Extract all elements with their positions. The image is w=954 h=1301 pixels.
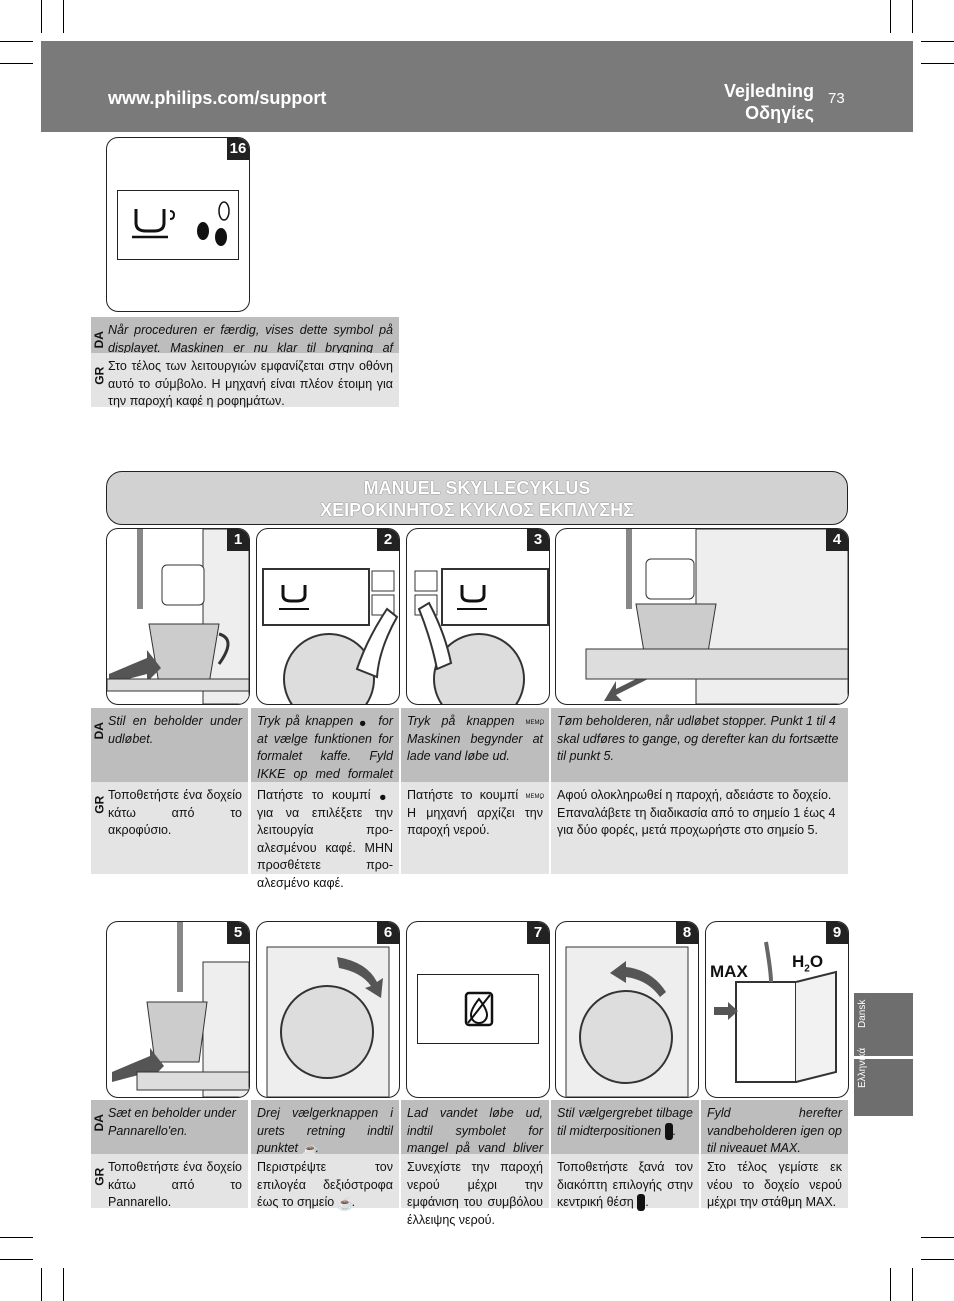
water-empty-icon xyxy=(464,991,494,1027)
lang-label-da: DA xyxy=(91,1114,106,1132)
step-8-da: Stil vælgergrebet tilbage til midterposi… xyxy=(551,1100,699,1154)
step-7-da-text: Lad vandet løbe ud, indtil symbolet for … xyxy=(407,1106,543,1173)
step-16-da: DA Når proceduren er færdig, vises dette… xyxy=(91,317,399,372)
step-8-da-text: Stil vælgergrebet tilbage til midterposi… xyxy=(551,1100,699,1144)
step-3-gr-text: Πατήστε το κουμπί MEMO. Η μηχανή αρχίζει… xyxy=(407,788,545,837)
step-8-gr: Τοποθετήστε ξανά τον διακόπτη επιλογής σ… xyxy=(551,1154,699,1212)
memo-button-icon: MEMO xyxy=(525,793,545,800)
page-header xyxy=(41,41,913,132)
display-screen xyxy=(117,190,239,260)
title-gr: Οδηγίες xyxy=(745,103,814,123)
memo-button-icon: MEMO xyxy=(525,719,545,726)
ready-cup-beans-icon xyxy=(132,201,230,246)
step-1-gr: GR Τοποθετήστε ένα δοχείο κάτω από το ακ… xyxy=(91,782,248,874)
section-banner: MANUEL SKYLLECYKLUS ΧΕΙΡΟΚΙΝΗΤΟΣ ΚΥΚΛΟΣ … xyxy=(106,471,848,525)
step-6-gr: Περιστρέψτε τον επιλογέα δεξιόστροφα έως… xyxy=(251,1154,399,1211)
step-8-gr-text: Τοποθετήστε ξανά τον διακόπτη επιλογής σ… xyxy=(551,1154,699,1216)
step-6-illustration: 6 xyxy=(256,921,400,1098)
step-number: 3 xyxy=(527,529,549,551)
tab-greek[interactable]: Ελληνικά xyxy=(854,1048,913,1116)
step-4-illustration: 4 xyxy=(555,528,849,705)
container-under-pannarello-icon xyxy=(112,922,249,1097)
step-6-da-text: Drej vælgerknappen i urets retning indti… xyxy=(257,1106,393,1157)
press-preground-button-icon xyxy=(262,568,399,704)
step-3-gr: Πατήστε το κουμπί MEMO. Η μηχανή αρχίζει… xyxy=(401,782,549,874)
step-1-da: DA Stil en beholder under udløbet. xyxy=(91,708,248,782)
section-title-gr: ΧΕΙΡΟΚΙΝΗΤΟΣ ΚΥΚΛΟΣ ΕΚΠΛΥΣΗΣ xyxy=(320,500,634,520)
step-number: 9 xyxy=(826,922,848,944)
step-3-da: Tryk på knappen MEMO. Maskinen begynder … xyxy=(401,708,549,782)
step-1-gr-text: Τοποθετήστε ένα δοχείο κάτω από το ακροφ… xyxy=(108,788,242,837)
step-4-gr: Αφού ολοκληρωθεί η παροχή, αδειάστε το δ… xyxy=(551,782,848,874)
step-9-da: Fyld herefter vandbeholderen igen op til… xyxy=(701,1100,848,1155)
step-5-illustration: 5 xyxy=(106,921,250,1098)
step-8-illustration: 8 xyxy=(555,921,699,1098)
fill-water-tank-icon xyxy=(714,941,837,1083)
step-number: 7 xyxy=(527,922,549,944)
lang-label-gr: GR xyxy=(92,1167,107,1186)
return-knob-center-icon xyxy=(565,946,689,1097)
step-number: 4 xyxy=(826,529,848,551)
knob-center-icon xyxy=(664,1122,673,1140)
step-6-gr-text: Περιστρέψτε τον επιλογέα δεξιόστροφα έως… xyxy=(257,1160,393,1211)
step-2-gr: Πατήστε το κουμπί ● για να επιλέξετε την… xyxy=(251,782,399,890)
step-number: 8 xyxy=(676,922,698,944)
step-4-gr-text: Αφού ολοκληρωθεί η παροχή, αδειάστε το δ… xyxy=(557,788,836,837)
step-5-da: DA Sæt en beholder under Pannarello'en. xyxy=(91,1100,248,1154)
step-2-gr-text: Πατήστε το κουμπί ● για να επιλέξετε την… xyxy=(257,788,393,890)
step-9-illustration: 9 MAX H2O xyxy=(705,921,849,1098)
title-da: Vejledning xyxy=(723,81,814,101)
step-6-da: Drej vælgerknappen i urets retning indti… xyxy=(251,1100,399,1157)
preground-icon: ● xyxy=(379,789,387,804)
step-7-gr: Συνεχίστε την παροχή νερού μέχρι την εμφ… xyxy=(401,1154,549,1227)
step-9-da-text: Fyld herefter vandbeholderen igen op til… xyxy=(707,1106,842,1155)
step-1-da-text: Stil en beholder under udløbet. xyxy=(108,714,242,746)
step-4-da-text: Tøm beholderen, når udløbet stopper. Pun… xyxy=(557,714,839,763)
step-7-da: Lad vandet løbe ud, indtil symbolet for … xyxy=(401,1100,549,1173)
step-number: 2 xyxy=(377,529,399,551)
step-5-gr: GR Τοποθετήστε ένα δοχείο κάτω από το Pa… xyxy=(91,1154,248,1209)
steam-cup-icon: ☕ xyxy=(301,1142,318,1157)
document-title: Vejledning Οδηγίες xyxy=(724,80,814,124)
step-number: 5 xyxy=(227,922,249,944)
step-7-gr-text: Συνεχίστε την παροχή νερού μέχρι την εμφ… xyxy=(407,1160,543,1227)
press-memo-button-icon xyxy=(414,568,549,704)
step-7-illustration: 7 xyxy=(406,921,550,1098)
step-9-gr-text: Στο τέλος γεμίστε εκ νέου το δοχείο νερο… xyxy=(707,1160,842,1209)
knob-center-icon xyxy=(637,1194,646,1212)
step-9-gr: Στο τέλος γεμίστε εκ νέου το δοχείο νερο… xyxy=(701,1154,848,1209)
step-number: 1 xyxy=(227,529,249,551)
step-number: 16 xyxy=(227,138,249,160)
lang-label-gr: GR xyxy=(92,366,107,385)
empty-cup-icon xyxy=(585,529,848,704)
max-label: MAX xyxy=(710,962,748,981)
section-title-da: MANUEL SKYLLECYKLUS xyxy=(363,478,591,498)
display-screen xyxy=(417,974,539,1044)
step-number: 6 xyxy=(377,922,399,944)
step-5-gr-text: Τοποθετήστε ένα δοχείο κάτω από το Panna… xyxy=(108,1160,242,1209)
step-2-da-text: Tryk på knappen ● for at vælge funktione… xyxy=(257,714,393,798)
tab-dansk[interactable]: Dansk xyxy=(854,993,913,1056)
cup-under-spout-icon xyxy=(107,529,249,704)
step-2-da: Tryk på knappen ● for at vælge funktione… xyxy=(251,708,399,798)
page-number: 73 xyxy=(828,90,845,107)
preground-icon: ● xyxy=(358,715,367,730)
turn-knob-clockwise-icon xyxy=(266,946,390,1097)
support-url[interactable]: www.philips.com/support xyxy=(108,88,327,108)
step-4-da: Tøm beholderen, når udløbet stopper. Pun… xyxy=(551,708,848,782)
h2o-label: H2O xyxy=(792,952,824,975)
lang-label-da: DA xyxy=(91,722,106,740)
step-3-da-text: Tryk på knappen MEMO. Maskinen begynder … xyxy=(407,714,545,763)
step-2-illustration: 2 xyxy=(256,528,400,705)
lang-label-da: DA xyxy=(91,331,106,349)
step-16-gr: GR Στο τέλος των λειτουργιών εμφανίζεται… xyxy=(91,353,399,408)
step-5-da-text: Sæt en beholder under Pannarello'en. xyxy=(108,1106,236,1138)
step-3-illustration: 3 xyxy=(406,528,550,705)
step-16-illustration: 16 xyxy=(106,137,250,312)
steam-cup-icon: ☕ xyxy=(337,1196,354,1211)
lang-label-gr: GR xyxy=(92,795,107,814)
step-16-gr-text: Στο τέλος των λειτουργιών εμφανίζεται στ… xyxy=(108,359,393,408)
step-1-illustration: 1 xyxy=(106,528,250,705)
